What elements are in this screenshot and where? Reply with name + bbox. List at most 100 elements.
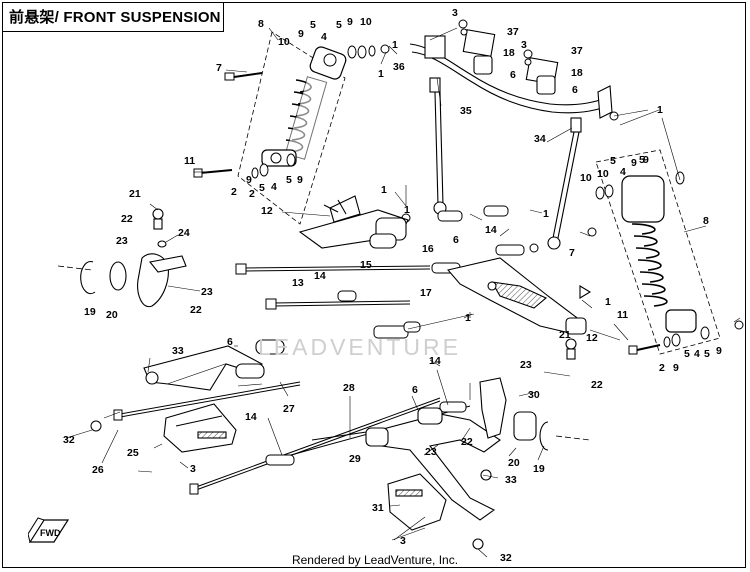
lower-bolts: [113, 321, 471, 495]
callout: 32: [63, 434, 75, 446]
callout: 34: [534, 133, 546, 145]
callout: 22: [121, 213, 133, 225]
callout: 7: [216, 62, 222, 74]
callout: 2: [659, 362, 665, 374]
callout: 9: [631, 157, 637, 169]
callout: 9: [347, 16, 353, 28]
callout: 23: [425, 446, 437, 458]
upper-a-arm-right: [446, 257, 592, 335]
callout: 10: [278, 36, 290, 48]
callout: 17: [420, 287, 432, 299]
callout: 1: [543, 208, 549, 220]
callout: 5: [639, 154, 645, 166]
callout: 3: [190, 463, 196, 475]
callout: 36: [393, 61, 405, 73]
callout: 5: [704, 348, 710, 360]
callout: 5: [610, 155, 616, 167]
callout: 14: [245, 411, 257, 423]
callout: 24: [178, 227, 190, 239]
callout: 28: [343, 382, 355, 394]
callout: 6: [412, 384, 418, 396]
callout: 1: [392, 39, 398, 51]
callout: 5: [286, 174, 292, 186]
callout: 22: [591, 379, 603, 391]
shock-hardware-top: [193, 44, 390, 179]
callout: 26: [92, 464, 104, 476]
callout: 6: [510, 69, 516, 81]
callout: 29: [349, 453, 361, 465]
pivot-bolts-left: [235, 205, 525, 310]
callout: 9: [643, 154, 649, 166]
lower-a-arm-right: [365, 407, 501, 521]
callout: 25: [127, 447, 139, 459]
steering-knuckle-right: [472, 338, 577, 550]
stabilizer-bar: [409, 29, 613, 250]
shock-hardware-right: [587, 171, 744, 355]
callout: 37: [571, 45, 583, 57]
callout: 6: [572, 84, 578, 96]
ball-joint-left: [90, 420, 102, 432]
callout: 10: [580, 172, 592, 184]
callout: 8: [258, 18, 264, 30]
callout: 22: [190, 304, 202, 316]
callout: 21: [559, 329, 571, 341]
callout: 9: [716, 345, 722, 357]
leader-lines: [65, 27, 741, 558]
callout: 4: [321, 31, 327, 43]
callout: 35: [460, 105, 472, 117]
callout: 30: [528, 389, 540, 401]
callout: 33: [172, 345, 184, 357]
callout: 5: [336, 19, 342, 31]
callout: 1: [605, 296, 611, 308]
callout: 10: [360, 16, 372, 28]
lower-a-arm-left: [143, 339, 285, 391]
callout: 14: [314, 270, 326, 282]
callout: 12: [261, 205, 273, 217]
callout: 8: [703, 215, 709, 227]
callout: 14: [429, 355, 441, 367]
callout: 19: [533, 463, 545, 475]
callout: 31: [372, 502, 384, 514]
callout: 12: [586, 332, 598, 344]
callout: 4: [271, 181, 277, 193]
callout: 21: [129, 188, 141, 200]
callout: 23: [116, 235, 128, 247]
callout: 6: [453, 234, 459, 246]
callout: 27: [283, 403, 295, 415]
upper-a-arm-left: [298, 195, 409, 249]
callout: 20: [508, 457, 520, 469]
callout: 23: [520, 359, 532, 371]
callout: 18: [503, 47, 515, 59]
callout: 1: [657, 104, 663, 116]
footer-credit: Rendered by LeadVenture, Inc.: [291, 553, 459, 567]
callout: 1: [378, 68, 384, 80]
shock-absorber-right: [595, 149, 721, 355]
callout: 1: [404, 204, 410, 216]
callout: 15: [360, 259, 372, 271]
callout: 18: [571, 67, 583, 79]
steering-knuckle-left: [80, 208, 187, 308]
callout: 20: [106, 309, 118, 321]
page-title: 前悬架/ FRONT SUSPENSION: [2, 2, 224, 32]
callout: 9: [673, 362, 679, 374]
callout: 9: [246, 174, 252, 186]
callout: 5: [684, 348, 690, 360]
skid-plate-left: [163, 403, 237, 453]
callout: 5: [259, 182, 265, 194]
callout: 10: [597, 168, 609, 180]
callout: 3: [400, 535, 406, 547]
callout: 14: [485, 224, 497, 236]
callout: 3: [452, 7, 458, 19]
skid-plate-right: [387, 473, 447, 531]
callout: 6: [227, 336, 233, 348]
shock-absorber-left: [237, 31, 347, 225]
callout: 11: [617, 309, 628, 321]
callout-labels: 8 10 9 5 4 5 9 10 1 1 7 3 37 18 36 6 3 3…: [63, 7, 722, 564]
callout: 5: [310, 19, 316, 31]
callout: 1: [465, 312, 471, 324]
callout: 23: [201, 286, 213, 298]
callout: 22: [461, 436, 473, 448]
callout: 9: [297, 174, 303, 186]
